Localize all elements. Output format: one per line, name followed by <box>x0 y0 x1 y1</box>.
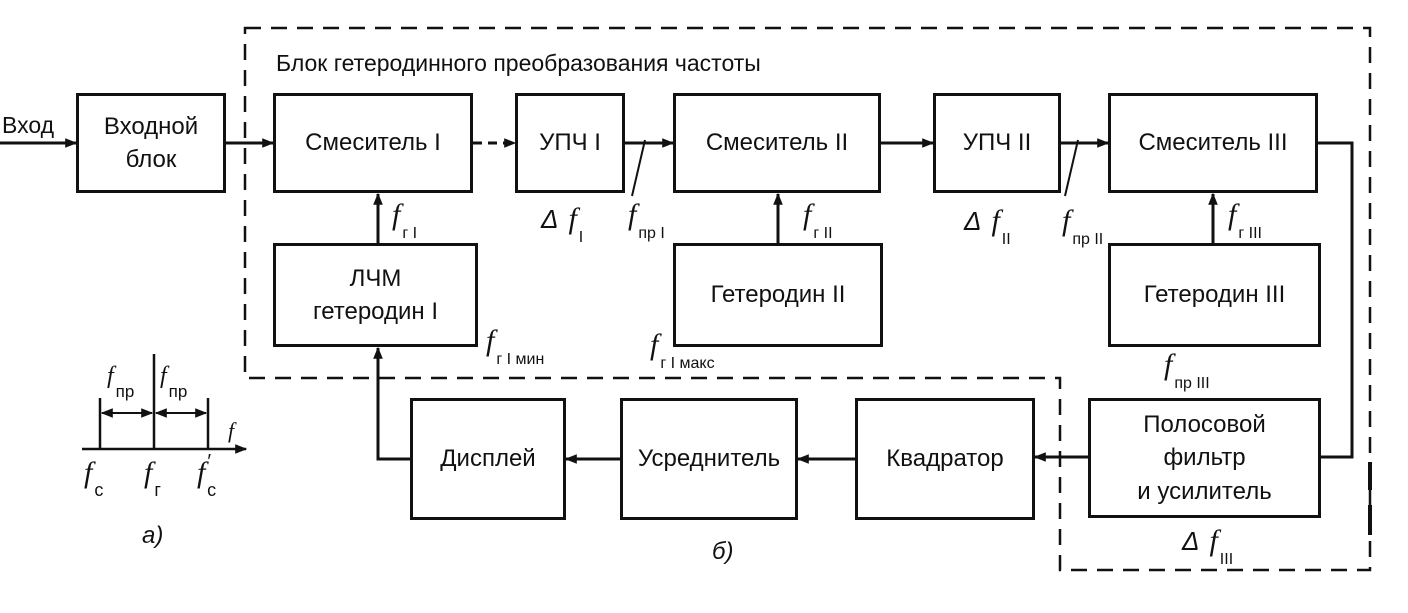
label-fg3: fг III <box>1228 198 1262 242</box>
ifa-2-label: УПЧ II <box>962 129 1032 157</box>
label-fpr1: fпр I <box>628 198 665 242</box>
lo-3-block: Гетеродин III <box>1108 243 1321 347</box>
label-fg1: fг I <box>392 198 418 242</box>
mixer-3-block: Смеситель III <box>1108 93 1318 193</box>
input-label: Вход <box>2 112 55 138</box>
averager-label: Усреднитель <box>637 445 781 473</box>
heterodyne-block-boundary <box>243 26 1372 572</box>
input-block-line1: Входной <box>103 112 199 140</box>
caption-a: а) <box>142 522 164 549</box>
lo-1-line2: гетеродин I <box>312 298 438 325</box>
averager-block: Усреднитель <box>620 398 798 520</box>
ifa-2-block: УПЧ II <box>933 93 1061 193</box>
display-label: Дисплей <box>440 445 536 473</box>
label-fg1-min: fг I мин <box>486 324 545 368</box>
lfm-lo-1-block: ЛЧМ гетеродин I <box>273 243 478 347</box>
label-fpr-left: fпр <box>107 363 135 401</box>
squarer-block: Квадратор <box>855 398 1035 520</box>
mixer-2-label: Смеситель II <box>705 129 849 157</box>
lo-2-label: Гетеродин II <box>710 281 846 309</box>
pointer-fpr2 <box>1064 139 1079 197</box>
label-fpr2: fпр II <box>1062 204 1104 248</box>
label-fg2: fг II <box>803 198 833 242</box>
squarer-label: Квадратор <box>886 445 1004 473</box>
mixer-1-block: Смеситель I <box>273 93 473 193</box>
lo-1-line1: ЛЧМ <box>349 264 402 292</box>
link-mixer3-bandpass <box>1318 141 1354 459</box>
mixer-1-label: Смеситель I <box>305 129 441 157</box>
bandpass-line1: Полосовой <box>1143 411 1266 439</box>
lo-2-block: Гетеродин II <box>673 243 883 347</box>
label-fc-prime: f′с <box>197 451 217 500</box>
bandpass-amplifier-block: Полосовой фильтр и усилитель <box>1088 398 1321 518</box>
ifa-1-label: УПЧ I <box>539 129 601 157</box>
label-fg: fг <box>144 456 161 500</box>
label-fpr3: fпр III <box>1164 348 1210 392</box>
bandpass-line2: фильтр <box>1163 444 1246 472</box>
display-block: Дисплей <box>410 398 566 520</box>
ifa-1-block: УПЧ I <box>515 93 625 193</box>
mixer-3-label: Смеситель III <box>1138 129 1288 157</box>
bandpass-line3: и усилитель <box>1137 477 1272 505</box>
label-fg1-max: fг I макс <box>650 328 715 372</box>
caption-b: б) <box>712 538 734 565</box>
mixer-2-block: Смеситель II <box>673 93 881 193</box>
label-fpr-right: fпр <box>160 363 188 401</box>
lo-3-label: Гетеродин III <box>1143 281 1286 309</box>
input-block: Входной блок <box>76 93 226 193</box>
block-title: Блок гетеродинного преобразования частот… <box>276 50 761 76</box>
input-block-line2: блок <box>125 146 177 173</box>
link-display-lo1 <box>373 346 410 461</box>
pointer-fpr1 <box>631 139 646 197</box>
label-fc: fс <box>84 456 104 500</box>
label-axis-f: f <box>228 418 235 443</box>
